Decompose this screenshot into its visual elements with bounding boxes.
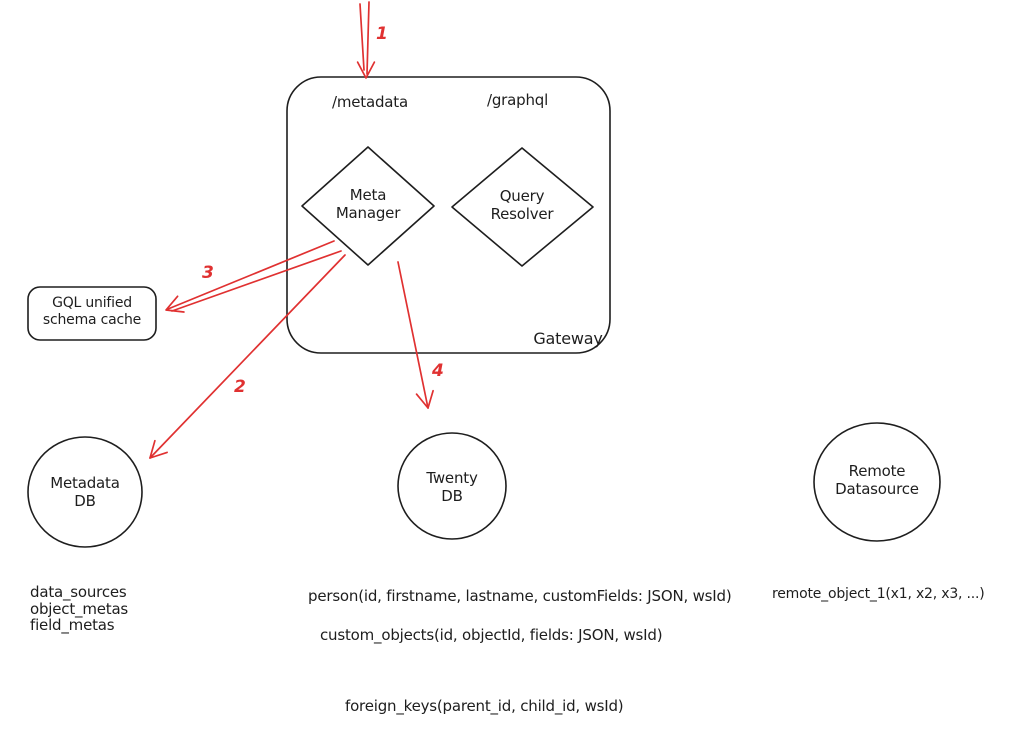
custom-objects-table-text: custom_objects(id, objectId, fields: JSO… <box>320 626 663 644</box>
arrow-4-to-twenty-db <box>397 261 434 409</box>
metadata-db-circle <box>27 436 143 548</box>
arrow-2-head <box>149 439 168 459</box>
query-resolver-diamond <box>451 147 594 267</box>
twenty-db-circle <box>397 432 507 540</box>
arrow-1-shaft-b <box>366 1 370 75</box>
meta-manager-line1: Meta <box>349 186 387 204</box>
remote-object-table-text: remote_object_1(x1, x2, x3, ...) <box>772 586 985 602</box>
schema-cache-box <box>27 286 157 341</box>
schema-cache-line2: schema cache <box>42 312 142 329</box>
schema-cache-label: GQL unified schema cache <box>30 295 154 329</box>
remote-datasource-line2: Datasource <box>835 480 919 499</box>
schema-cache-line1: GQL unified <box>52 295 132 311</box>
meta-manager-line2: Manager <box>335 204 401 223</box>
twenty-db-label: Twenty DB <box>402 469 502 506</box>
gateway-title: Gateway <box>533 329 603 348</box>
meta-manager-diamond <box>301 146 435 266</box>
arrow-2-to-metadata-db <box>149 254 346 459</box>
metadata-db-table-item: data_sources <box>30 583 127 601</box>
arrow-1-head <box>356 61 376 79</box>
query-resolver-line2: Resolver <box>490 205 554 224</box>
remote-datasource-line1: Remote <box>848 462 906 480</box>
query-resolver-line1: Query <box>499 187 545 205</box>
person-table-text: person(id, firstname, lastname, customFi… <box>308 587 732 605</box>
meta-manager-label: Meta Manager <box>308 186 428 223</box>
endpoint-graphql-label: /graphql <box>487 91 549 109</box>
arrow-4-shaft <box>397 261 429 409</box>
metadata-db-line2: DB <box>74 492 96 511</box>
arrow-2-shaft <box>149 254 346 459</box>
arrow-3-shaft-a <box>167 240 335 310</box>
metadata-db-table-item: field_metas <box>30 616 115 634</box>
gateway-box <box>286 76 611 354</box>
metadata-db-tables-list: data_sources object_metas field_metas <box>30 584 128 634</box>
foreign-keys-table-text: foreign_keys(parent_id, child_id, wsId) <box>345 697 624 715</box>
arrow-1-label: 1 <box>376 24 388 44</box>
metadata-db-line1: Metadata <box>50 474 120 492</box>
arrow-4-label: 4 <box>432 361 444 381</box>
arrow-3-label: 3 <box>202 263 214 283</box>
twenty-db-line2: DB <box>441 487 463 506</box>
twenty-db-line1: Twenty <box>426 469 478 487</box>
arrow-2-label: 2 <box>234 377 246 397</box>
arrow-4-head <box>415 389 434 409</box>
remote-datasource-circle <box>813 422 941 542</box>
remote-datasource-label: Remote Datasource <box>817 462 937 499</box>
metadata-db-label: Metadata DB <box>35 474 135 511</box>
arrow-3-shaft-b <box>171 250 342 312</box>
endpoint-metadata-label: /metadata <box>332 93 408 111</box>
arrow-3-to-schema-cache <box>165 240 342 313</box>
query-resolver-label: Query Resolver <box>462 187 582 224</box>
arrow-1-into-gateway <box>356 1 376 79</box>
arrow-1-shaft-a <box>359 3 365 71</box>
metadata-db-table-item: object_metas <box>30 599 129 618</box>
arrow-3-head <box>165 295 185 313</box>
